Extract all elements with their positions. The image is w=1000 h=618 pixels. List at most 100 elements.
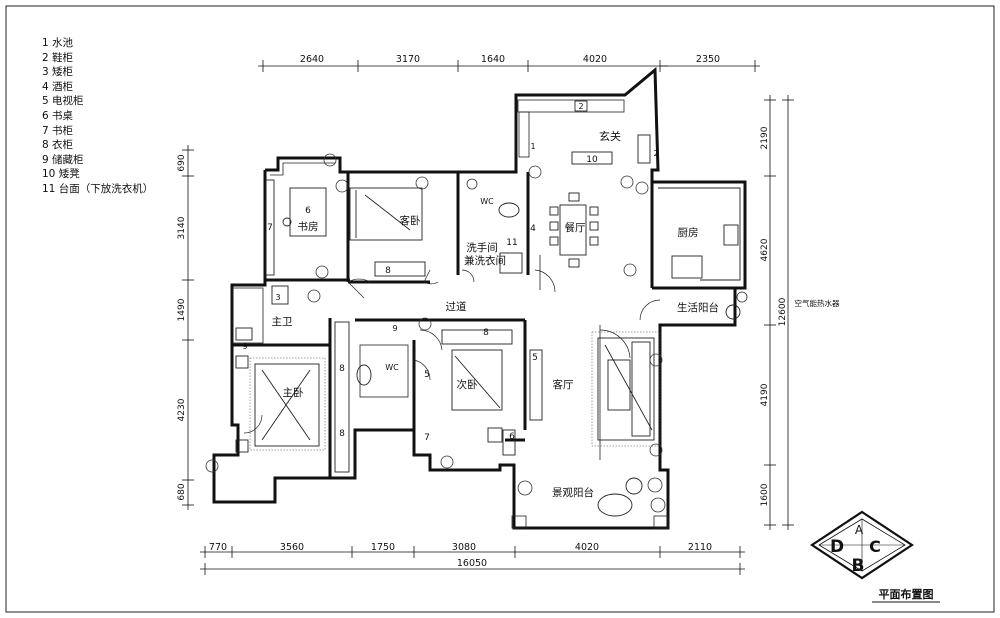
dim-top: 4020 <box>583 54 607 65</box>
legend-item: 4 酒柜 <box>42 80 74 93</box>
rug-hatch <box>249 331 661 451</box>
legend-item: 9 储藏柜 <box>42 153 84 166</box>
compass-top: A <box>855 523 864 537</box>
dim-bottom: 2110 <box>688 542 712 553</box>
walls <box>212 66 747 530</box>
legend-item: 8 衣柜 <box>42 139 74 152</box>
guest-wardrobe <box>374 261 426 277</box>
dim-right: 2190 <box>760 126 770 149</box>
room-label-laundry-1: 洗手间 <box>466 241 498 254</box>
room-label-study: 书房 <box>298 220 319 233</box>
dim-right: 1600 <box>760 483 770 506</box>
master-bed <box>254 363 320 447</box>
inner-wall-lines <box>232 99 669 529</box>
dim-bottom-total: 16050 <box>457 558 487 569</box>
legend-item: 6 书桌 <box>42 109 74 122</box>
entry-bench <box>571 151 613 165</box>
dim-bottom: 4020 <box>575 542 599 553</box>
compass-bottom: B <box>852 556 865 576</box>
svg-text:6: 6 <box>509 432 515 442</box>
svg-text:2: 2 <box>578 102 583 111</box>
room-label-wc-top: WC <box>480 197 494 206</box>
dining-table <box>559 204 587 256</box>
room-label-wc-mid: WC <box>385 363 399 372</box>
svg-text:8: 8 <box>339 364 345 374</box>
dim-bottom: 770 <box>209 542 227 553</box>
room-label-master-bath: 主卫 <box>272 316 293 328</box>
svg-text:3: 3 <box>275 293 280 302</box>
room-label-entry: 玄关 <box>599 129 621 143</box>
svg-text:8: 8 <box>385 266 391 276</box>
compass-left: D <box>830 537 844 557</box>
room-label-kitchen: 厨房 <box>678 226 699 239</box>
svg-text:2: 2 <box>653 149 658 158</box>
svg-text:4: 4 <box>530 224 536 234</box>
furniture <box>235 134 741 517</box>
furniture-legend: 1 水池 2 鞋柜 3 矮柜 4 酒柜 5 电视柜 6 书桌 7 书柜 8 衣柜… <box>42 36 153 197</box>
study-desk <box>289 187 327 237</box>
room-label-dining: 餐厅 <box>565 221 586 234</box>
legend-item: 10 矮凳 <box>42 168 80 181</box>
svg-text:11: 11 <box>506 238 517 248</box>
master-toilet <box>271 285 289 305</box>
svg-text:6: 6 <box>305 206 311 216</box>
svg-text:9: 9 <box>392 324 397 333</box>
water-heater <box>725 304 741 320</box>
room-label-guest-bedroom: 客卧 <box>400 214 421 227</box>
dim-top: 2350 <box>696 54 720 65</box>
dim-bottom: 3560 <box>280 542 304 553</box>
dim-left: 680 <box>177 483 187 500</box>
lounge-chair <box>597 493 633 517</box>
doors <box>243 269 661 434</box>
legend-item: 1 水池 <box>42 37 74 49</box>
legend-item: 5 电视柜 <box>42 95 84 108</box>
room-label-landscape-balcony: 景观阳台 <box>552 486 594 499</box>
dim-top: 1640 <box>481 54 505 65</box>
dim-left: 3140 <box>177 216 187 239</box>
dimension-lines <box>182 60 794 575</box>
svg-text:1: 1 <box>530 142 535 151</box>
furniture-number-markers: 2 2 1 10 7 6 8 11 4 3 9 9 8 8 5 7 8 6 5 <box>242 100 659 443</box>
legend-item: 3 矮柜 <box>42 66 74 79</box>
drawing-border <box>5 5 995 613</box>
svg-text:10: 10 <box>586 155 598 165</box>
svg-text:5: 5 <box>424 370 430 380</box>
dim-left: 4230 <box>177 398 187 421</box>
room-label-living-room: 客厅 <box>553 378 574 391</box>
legend-item: 7 书柜 <box>42 124 74 137</box>
living-sofa <box>597 337 655 441</box>
second-bed <box>451 349 503 411</box>
dim-right: 4190 <box>760 383 770 406</box>
compass-right: C <box>869 537 881 556</box>
drawing-title: 平面布置图 <box>879 587 934 601</box>
room-label-second-bedroom: 次卧 <box>457 378 478 391</box>
toilet <box>498 202 520 218</box>
room-label-service-balcony: 生活阳台 <box>677 301 719 314</box>
heater-note: 空气能热水器 <box>795 298 840 308</box>
master-wardrobe <box>334 321 350 473</box>
legend-item: 2 鞋柜 <box>42 51 74 64</box>
dim-top: 2640 <box>300 54 324 65</box>
dim-bottom: 3080 <box>452 542 476 553</box>
plants <box>205 153 748 513</box>
dim-right: 4620 <box>760 238 770 261</box>
svg-text:8: 8 <box>339 429 345 439</box>
dim-right-total: 12600 <box>778 297 788 326</box>
dim-left: 690 <box>177 154 187 171</box>
dim-top: 3170 <box>396 54 420 65</box>
svg-text:5: 5 <box>532 353 538 363</box>
svg-text:8: 8 <box>483 328 489 338</box>
svg-text:9: 9 <box>242 342 247 351</box>
dim-bottom: 1750 <box>371 542 395 553</box>
guest-bed <box>349 187 423 241</box>
room-label-corridor: 过道 <box>446 300 467 313</box>
compass-rose: A D C B <box>810 510 914 580</box>
dim-left: 1490 <box>177 298 187 321</box>
room-label-laundry-2: 兼洗衣间 <box>464 254 506 267</box>
svg-text:7: 7 <box>267 223 273 233</box>
legend-item: 11 台面（下放洗衣机） <box>42 182 154 195</box>
svg-text:7: 7 <box>424 433 430 443</box>
tv-cabinet <box>529 349 543 421</box>
